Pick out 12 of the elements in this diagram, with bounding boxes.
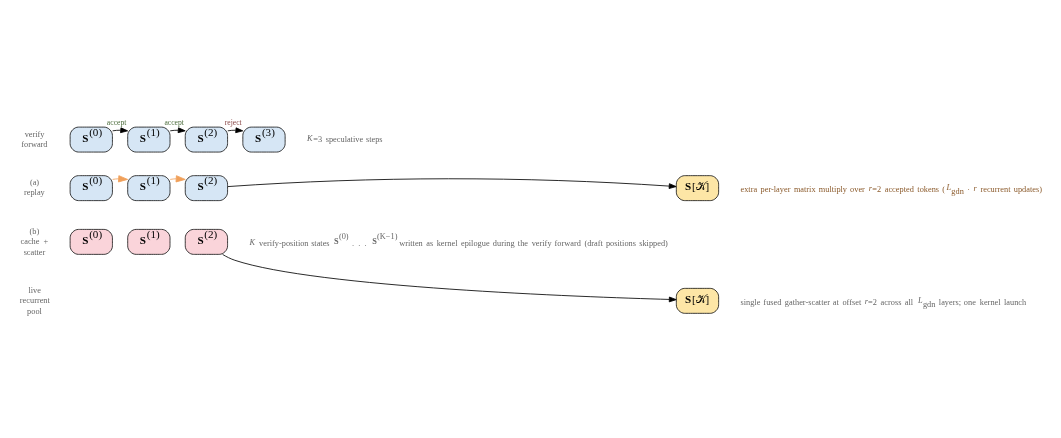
arrow [222,254,677,303]
arrow [169,175,186,183]
node-box: S[𝒦] [675,175,719,201]
node-label: accept [106,117,127,127]
arrow [169,127,186,134]
arrow [112,127,129,134]
arrow [112,175,129,183]
node-label: accept [164,117,184,127]
arrow [227,127,244,134]
node-label: reject [224,117,242,127]
node-box: S[𝒦] [675,288,719,314]
arrow [227,178,677,189]
